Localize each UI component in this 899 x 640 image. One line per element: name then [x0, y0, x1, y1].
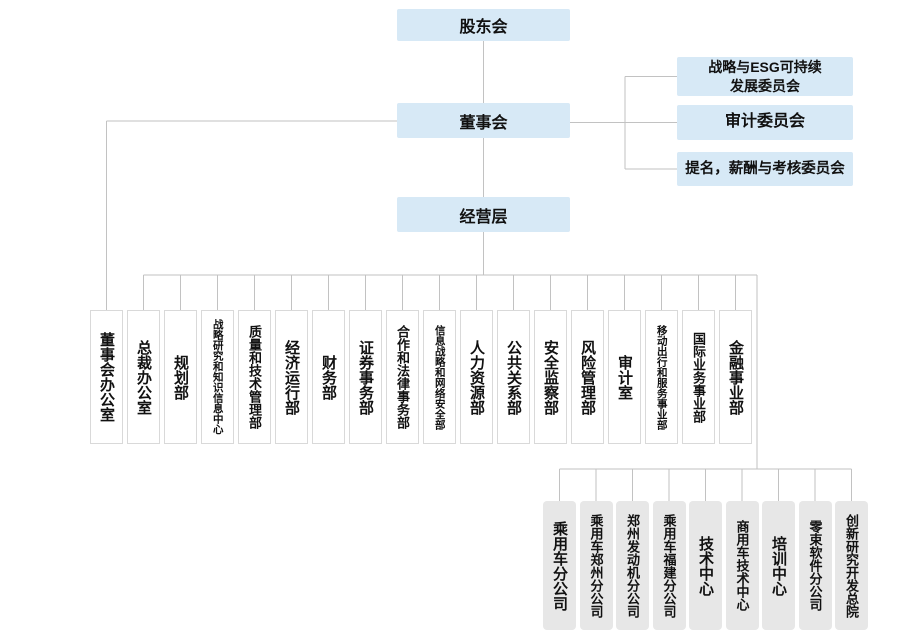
committee-label-line: 审计委员会: [724, 113, 805, 131]
committee-audit: 审计委员会: [677, 105, 853, 140]
department-box: 董事会办公室: [90, 310, 123, 444]
node-board: 董事会: [397, 103, 570, 138]
subsidiary-box: 技术中心: [689, 501, 722, 630]
department-box: 证券事务部: [349, 310, 382, 444]
department-box: 质量和技术管理部: [238, 310, 271, 444]
committee-label-line: 发展委员会: [730, 77, 800, 94]
subsidiary-box: 乘用车郑州分公司: [579, 501, 613, 630]
department-box: 移动出行和服务事业部: [645, 310, 678, 444]
subsidiary-box: 零束软件分公司: [798, 501, 832, 630]
node-shareholders: 股东会: [397, 9, 570, 41]
department-box: 审计室: [608, 310, 641, 444]
department-box: 战略研究和知识信息中心: [201, 310, 234, 444]
department-box: 财务部: [312, 310, 345, 444]
department-box: 人力资源部: [460, 310, 493, 444]
department-box: 规划部: [164, 310, 197, 444]
subsidiary-box: 培训中心: [762, 501, 795, 630]
subsidiary-box: 创新研究开发总院: [835, 501, 868, 630]
department-box: 金融事业部: [719, 310, 752, 444]
committee-label-line: 提名，薪酬与考核委员会: [685, 160, 845, 177]
department-box: 信息战略和网络安全部: [423, 310, 456, 444]
subsidiary-box: 郑州发动机分公司: [616, 501, 649, 630]
subsidiary-box: 乘用车分公司: [543, 501, 576, 630]
committee-nomination-remuneration: 提名，薪酬与考核委员会: [677, 152, 853, 186]
subsidiary-box: 商用车技术中心: [725, 501, 759, 630]
department-box: 公共关系部: [497, 310, 530, 444]
department-box: 安全监察部: [534, 310, 567, 444]
department-box: 国际业务事业部: [682, 310, 715, 444]
committee-label-line: 战略与ESG可持续: [708, 59, 822, 76]
department-box: 总裁办公室: [127, 310, 160, 444]
department-box: 风险管理部: [571, 310, 604, 444]
department-box: 合作和法律事务部: [386, 310, 419, 444]
committee-strategy-esg: 战略与ESG可持续 发展委员会: [677, 57, 853, 96]
connector-path: [106, 41, 852, 501]
department-box: 经济运行部: [275, 310, 308, 444]
node-management: 经营层: [397, 197, 570, 232]
subsidiary-box: 乘用车福建分公司: [652, 501, 686, 630]
